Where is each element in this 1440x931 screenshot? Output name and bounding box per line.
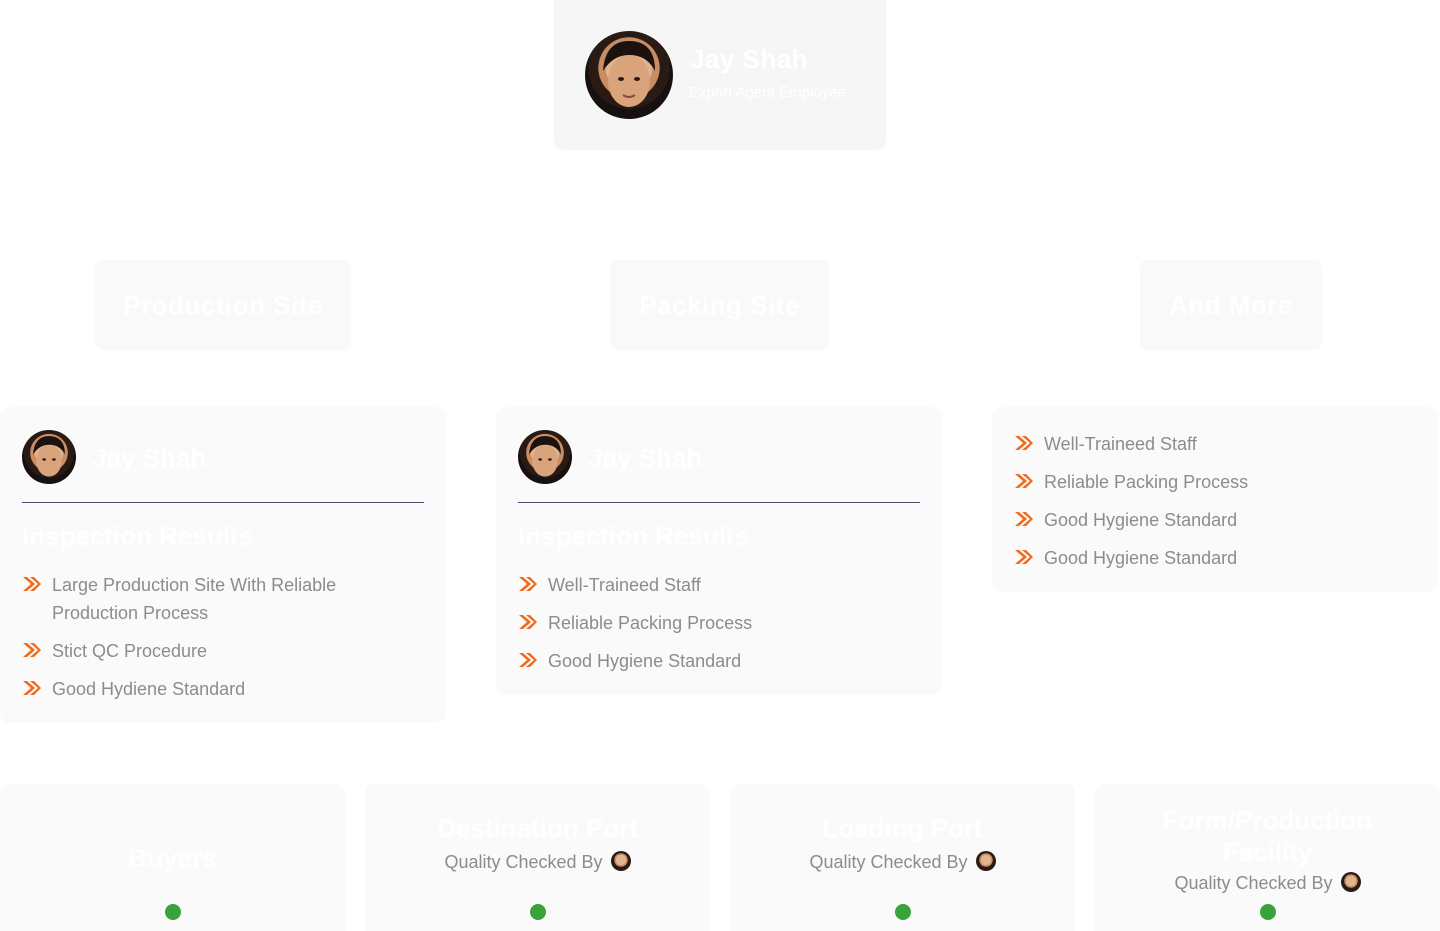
tab-packing-site[interactable]: Packing Site <box>610 260 829 350</box>
list-item: Good Hydiene Standard <box>22 675 382 703</box>
double-chevron-right-icon <box>1015 550 1033 564</box>
list-item: Well-Traineed Staff <box>1014 430 1414 458</box>
tab-and-more[interactable]: And More <box>1140 260 1322 350</box>
quality-checked: Quality Checked By <box>1095 872 1440 894</box>
tab-label: Packing Site <box>639 290 800 320</box>
divider <box>22 502 424 503</box>
double-chevron-right-icon <box>1015 474 1033 488</box>
person-avatar-icon <box>33 436 65 477</box>
divider <box>518 502 920 503</box>
double-chevron-right-icon <box>519 615 537 629</box>
inspection-card-production: Jay Shah Inspection Results Large Produc… <box>0 407 446 723</box>
tab-label: Production Site <box>123 290 323 320</box>
inspector-name: Jay Shah <box>588 443 703 473</box>
person-avatar-icon <box>529 436 561 477</box>
section-title: Inspection Results <box>518 521 750 551</box>
quality-checked: Quality Checked By <box>365 851 710 873</box>
quality-checked: Quality Checked By <box>730 851 1075 873</box>
double-chevron-right-icon <box>1015 436 1033 450</box>
results-list: Large Production Site With Reliable Prod… <box>22 571 382 713</box>
status-dot <box>1259 904 1276 920</box>
results-list: Well-Traineed Staff Reliable Packing Pro… <box>518 571 918 685</box>
chain-title: Destination Port <box>437 813 638 843</box>
profile-role: Export Agent Employee <box>689 84 846 101</box>
list-item: Reliable Packing Process <box>1014 468 1414 496</box>
profile-card: Jay Shah Export Agent Employee <box>554 0 886 150</box>
chain-card-production-facility: Form/Production Facility Quality Checked… <box>1095 784 1440 931</box>
inspector-name: Jay Shah <box>92 443 207 473</box>
avatar <box>22 430 76 484</box>
avatar-mini-icon <box>610 851 631 872</box>
list-item: Large Production Site With Reliable Prod… <box>22 571 382 627</box>
avatar-mini-icon <box>1340 872 1361 893</box>
chain-title: Form/Production Facility <box>1162 805 1373 867</box>
status-dot <box>164 904 181 920</box>
list-item: Good Hygiene Standard <box>1014 544 1414 572</box>
chain-title: Buyers <box>128 843 217 873</box>
inspection-card-packing: Jay Shah Inspection Results Well-Trainee… <box>496 407 942 695</box>
double-chevron-right-icon <box>23 681 41 695</box>
double-chevron-right-icon <box>23 643 41 657</box>
section-title: Inspection Results <box>22 521 254 551</box>
avatar <box>585 31 673 119</box>
double-chevron-right-icon <box>519 577 537 591</box>
avatar-mini-icon <box>975 851 996 872</box>
chain-title: Loading Port <box>822 813 983 843</box>
double-chevron-right-icon <box>519 653 537 667</box>
chain-card-destination-port: Destination Port Quality Checked By <box>365 784 710 931</box>
double-chevron-right-icon <box>1015 512 1033 526</box>
chain-card-loading-port: Loading Port Quality Checked By <box>730 784 1075 931</box>
list-item: Reliable Packing Process <box>518 609 918 637</box>
list-item: Good Hygiene Standard <box>518 647 918 675</box>
status-dot <box>894 904 911 920</box>
list-item: Stict QC Procedure <box>22 637 382 665</box>
double-chevron-right-icon <box>23 577 41 591</box>
person-avatar-icon <box>603 41 655 107</box>
tab-production-site[interactable]: Production Site <box>95 260 351 350</box>
status-dot <box>529 904 546 920</box>
list-item: Good Hygiene Standard <box>1014 506 1414 534</box>
chain-card-buyers: Buyers <box>0 784 345 931</box>
avatar <box>518 430 572 484</box>
results-list: Well-Traineed Staff Reliable Packing Pro… <box>1014 430 1414 582</box>
list-item: Well-Traineed Staff <box>518 571 918 599</box>
inspection-card-more: Well-Traineed Staff Reliable Packing Pro… <box>992 407 1438 592</box>
tab-label: And More <box>1169 290 1293 320</box>
profile-name: Jay Shah <box>690 44 809 74</box>
